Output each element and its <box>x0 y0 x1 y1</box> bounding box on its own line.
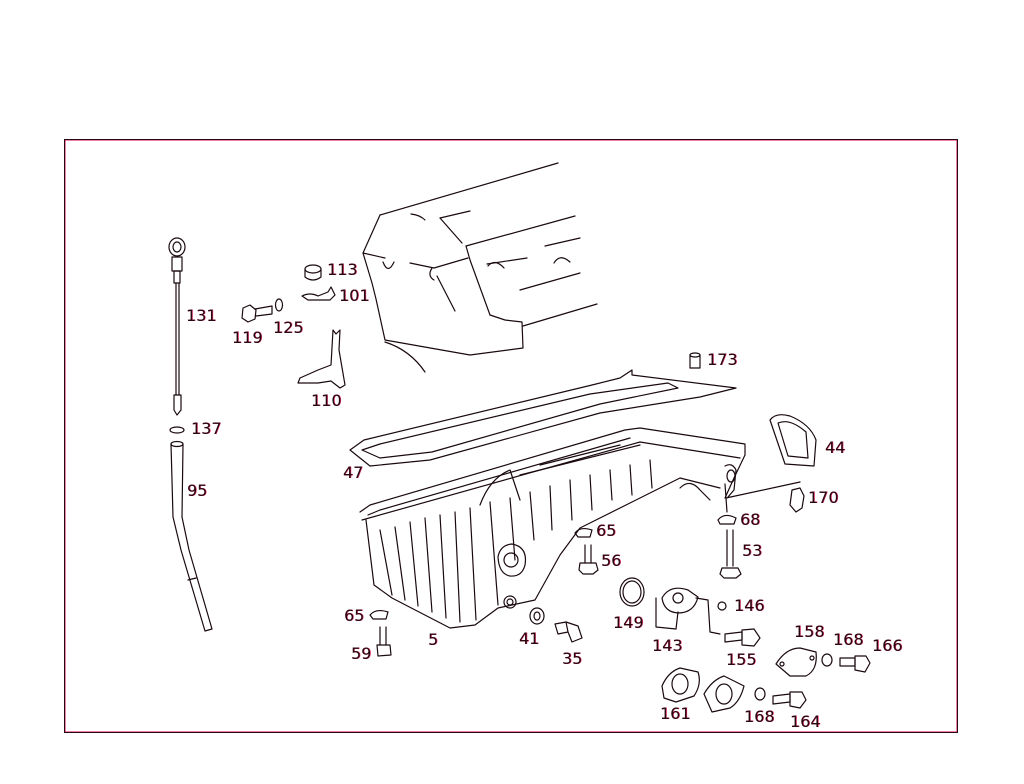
part-flange-plate <box>704 676 744 712</box>
label-68: 68 <box>740 510 761 529</box>
part-44-seal <box>770 415 816 466</box>
part-161-gasket <box>662 668 699 702</box>
label-146: 146 <box>734 596 765 615</box>
part-65-washer <box>575 529 592 537</box>
label-143: 143 <box>652 636 683 655</box>
part-143-sensor-housing <box>656 588 720 634</box>
part-166-bolt <box>840 656 870 672</box>
label-173: 173 <box>707 350 738 369</box>
label-158: 158 <box>794 622 825 641</box>
label-131: 131 <box>186 306 217 325</box>
part-47-gasket <box>350 370 736 466</box>
label-125: 125 <box>273 318 304 337</box>
label-164: 164 <box>790 712 821 731</box>
part-131-dipstick <box>169 238 185 415</box>
part-56-bolt <box>579 545 598 574</box>
part-173-sleeve <box>690 353 700 368</box>
label-149: 149 <box>613 613 644 632</box>
label-168b: 168 <box>744 707 775 726</box>
label-119: 119 <box>232 328 263 347</box>
label-65: 65 <box>596 521 617 540</box>
label-168: 168 <box>833 630 864 649</box>
label-53: 53 <box>742 541 763 560</box>
part-137-seal-ring <box>170 427 184 433</box>
label-137: 137 <box>191 419 222 438</box>
part-68-washer <box>718 515 736 524</box>
part-65b-washer <box>370 611 388 619</box>
part-170-plug <box>790 488 804 512</box>
label-65b: 65 <box>344 606 365 625</box>
label-59: 59 <box>351 644 372 663</box>
label-155: 155 <box>726 650 757 669</box>
part-155-screw <box>725 629 760 646</box>
label-161: 161 <box>660 704 691 723</box>
part-95-guide-tube <box>171 442 212 632</box>
label-170: 170 <box>808 488 839 507</box>
part-168b-washer <box>755 688 765 700</box>
part-41-seal-ring <box>530 608 544 624</box>
part-113-buffer <box>305 265 321 280</box>
engine-block <box>363 163 597 372</box>
part-158-cover-plate <box>776 648 816 676</box>
part-5-oil-pan <box>360 428 800 628</box>
label-113: 113 <box>327 260 358 279</box>
part-119-bolt <box>242 305 272 322</box>
part-164-bolt <box>773 692 806 708</box>
label-44: 44 <box>825 438 846 457</box>
label-35: 35 <box>562 649 583 668</box>
label-47: 47 <box>343 463 364 482</box>
label-110: 110 <box>311 391 342 410</box>
part-35-drain-plug <box>555 622 582 642</box>
part-149-o-ring <box>620 578 644 606</box>
part-125-washer <box>276 299 283 311</box>
part-53-bolt <box>720 530 741 578</box>
part-110-bracket <box>298 330 345 388</box>
label-101: 101 <box>339 286 370 305</box>
part-59-bolt <box>377 627 391 656</box>
diagram-frame <box>64 139 958 733</box>
label-41: 41 <box>519 629 540 648</box>
label-5: 5 <box>428 630 439 649</box>
part-146-o-ring <box>718 602 726 610</box>
part-101-clip <box>302 287 335 300</box>
label-95: 95 <box>187 481 208 500</box>
label-166: 166 <box>872 636 903 655</box>
label-56: 56 <box>601 551 622 570</box>
part-168-washer <box>822 654 832 666</box>
